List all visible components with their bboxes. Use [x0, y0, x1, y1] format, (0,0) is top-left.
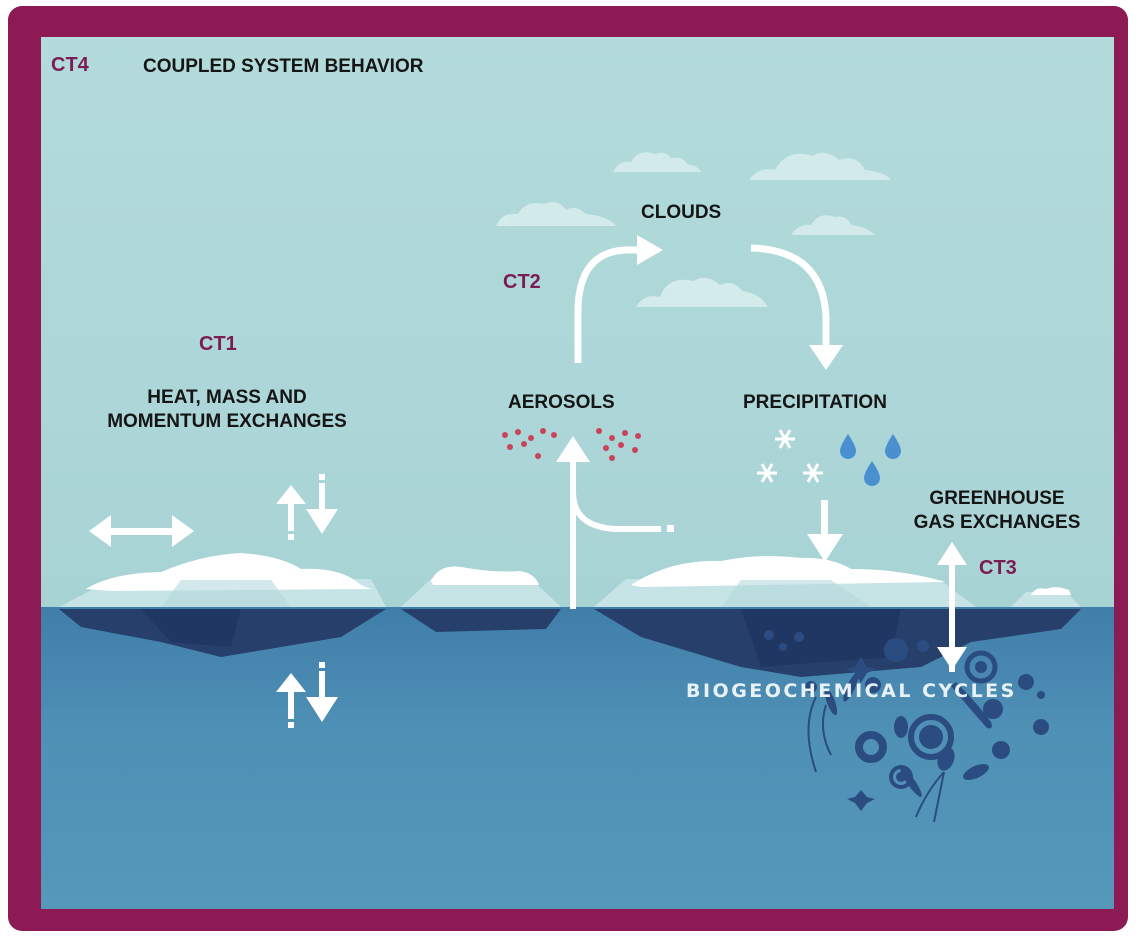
sea-ice-floe-icon	[594, 556, 976, 607]
theme-code-ct4: CT4	[51, 54, 89, 76]
cloud-icon	[791, 215, 875, 235]
aerosols-label: AEROSOLS	[508, 392, 615, 413]
plankton-microbes-icon	[764, 630, 1049, 811]
label-line: HEAT, MASS AND	[147, 387, 307, 408]
cloud-icon	[613, 152, 701, 172]
aerosol-branch	[570, 491, 661, 532]
diagram-title: COUPLED SYSTEM BEHAVIOR	[143, 56, 424, 77]
precipitation-down-arrow	[807, 500, 843, 562]
diagram-canvas: CT4 COUPLED SYSTEM BEHAVIOR CT1 HEAT, MA…	[41, 37, 1114, 909]
up-down-arrows-icon	[276, 662, 338, 728]
up-down-arrows-icon	[276, 474, 338, 540]
cloud-icon	[749, 152, 891, 180]
arrow-curved-down-icon	[750, 244, 830, 347]
diagram-frame: CT4 COUPLED SYSTEM BEHAVIOR CT1 HEAT, MA…	[8, 6, 1128, 931]
snowflake-icon	[757, 429, 823, 483]
double-arrow-horizontal-icon	[89, 515, 194, 547]
precipitation-label: PRECIPITATION	[743, 392, 887, 413]
double-arrow-vertical-icon	[937, 542, 967, 672]
aerosol-particles-icon	[502, 428, 641, 461]
theme-code-ct1: CT1	[199, 333, 237, 355]
label-line: GAS EXCHANGES	[913, 512, 1081, 533]
cloud-icon	[496, 202, 616, 226]
sea-ice-floe-icon	[59, 553, 386, 607]
biogeochemical-cycles-label: BIOGEOCHEMICAL CYCLES	[686, 680, 1017, 702]
sea-ice-floe-icon	[1011, 587, 1081, 607]
label-line: MOMENTUM EXCHANGES	[107, 411, 347, 432]
theme-code-ct2: CT2	[503, 271, 541, 293]
cloud-icon	[636, 277, 768, 307]
greenhouse-gas-label: GREENHOUSE GAS EXCHANGES	[897, 487, 1097, 535]
illustration	[59, 152, 1081, 823]
label-line: GREENHOUSE	[929, 488, 1065, 509]
sea-ice-floe-icon	[401, 566, 561, 607]
clouds-label: CLOUDS	[641, 202, 722, 223]
theme-code-ct3: CT3	[979, 557, 1017, 579]
raindrop-icon	[840, 434, 901, 486]
heat-mass-momentum-label: HEAT, MASS AND MOMENTUM EXCHANGES	[77, 386, 377, 434]
arrow-curved-up-right-icon	[574, 246, 639, 363]
